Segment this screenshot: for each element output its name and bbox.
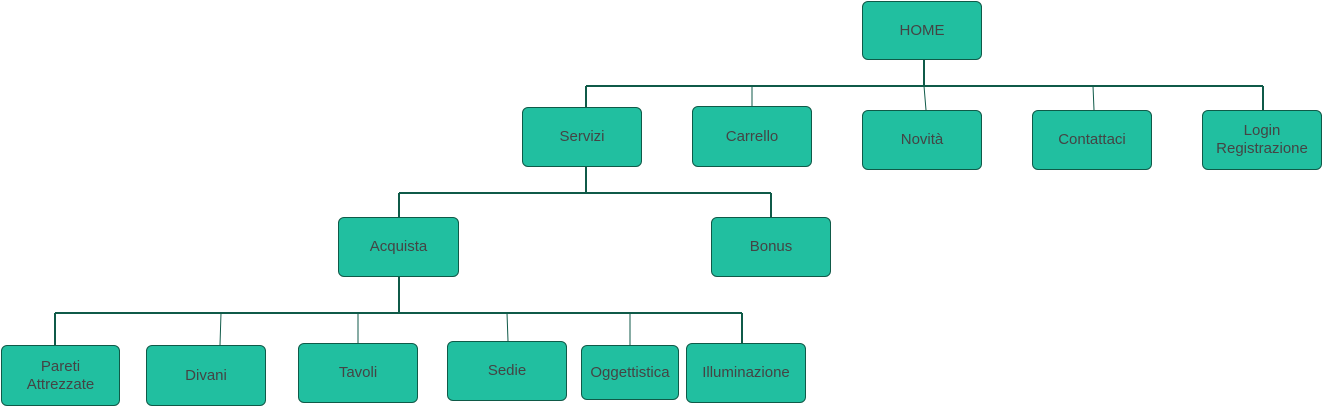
- node-acquista[interactable]: Acquista: [338, 217, 459, 277]
- node-sedie-label: Sedie: [487, 362, 527, 379]
- connector-to-sedie: [506, 312, 509, 342]
- node-login-registrazione[interactable]: Login Registrazione: [1202, 110, 1322, 170]
- node-login-registrazione-label: Login Registrazione: [1216, 122, 1308, 157]
- connector-to-divani: [219, 312, 222, 346]
- node-illuminazione[interactable]: Illuminazione: [686, 343, 806, 403]
- node-pareti-attrezzate[interactable]: Pareti Attrezzate: [1, 345, 120, 406]
- node-sedie[interactable]: Sedie: [447, 341, 567, 401]
- node-acquista-label: Acquista: [369, 238, 428, 255]
- node-novita-label: Novità: [900, 131, 944, 148]
- node-divani[interactable]: Divani: [146, 345, 266, 406]
- node-novita[interactable]: Novità: [862, 110, 982, 170]
- node-bonus[interactable]: Bonus: [711, 217, 831, 277]
- connector-to-novita: [923, 85, 927, 111]
- node-oggettistica-label: Oggettistica: [590, 363, 670, 381]
- node-tavoli[interactable]: Tavoli: [298, 343, 418, 403]
- node-illuminazione-label: Illuminazione: [702, 364, 790, 381]
- node-servizi[interactable]: Servizi: [522, 107, 642, 167]
- node-servizi-label: Servizi: [559, 128, 605, 145]
- node-divani-label: Divani: [185, 366, 227, 384]
- node-home[interactable]: HOME: [862, 1, 982, 60]
- node-oggettistica[interactable]: Oggettistica: [581, 345, 679, 400]
- node-bonus-label: Bonus: [749, 238, 793, 255]
- node-carrello-label: Carrello: [725, 127, 779, 145]
- node-pareti-attrezzate-label: Pareti Attrezzate: [26, 357, 95, 393]
- node-contattaci[interactable]: Contattaci: [1032, 110, 1152, 170]
- node-home-label: HOME: [899, 21, 945, 39]
- node-contattaci-label: Contattaci: [1058, 131, 1126, 148]
- node-tavoli-label: Tavoli: [338, 364, 378, 381]
- connector-to-contattaci: [1092, 85, 1095, 111]
- node-carrello[interactable]: Carrello: [692, 106, 812, 167]
